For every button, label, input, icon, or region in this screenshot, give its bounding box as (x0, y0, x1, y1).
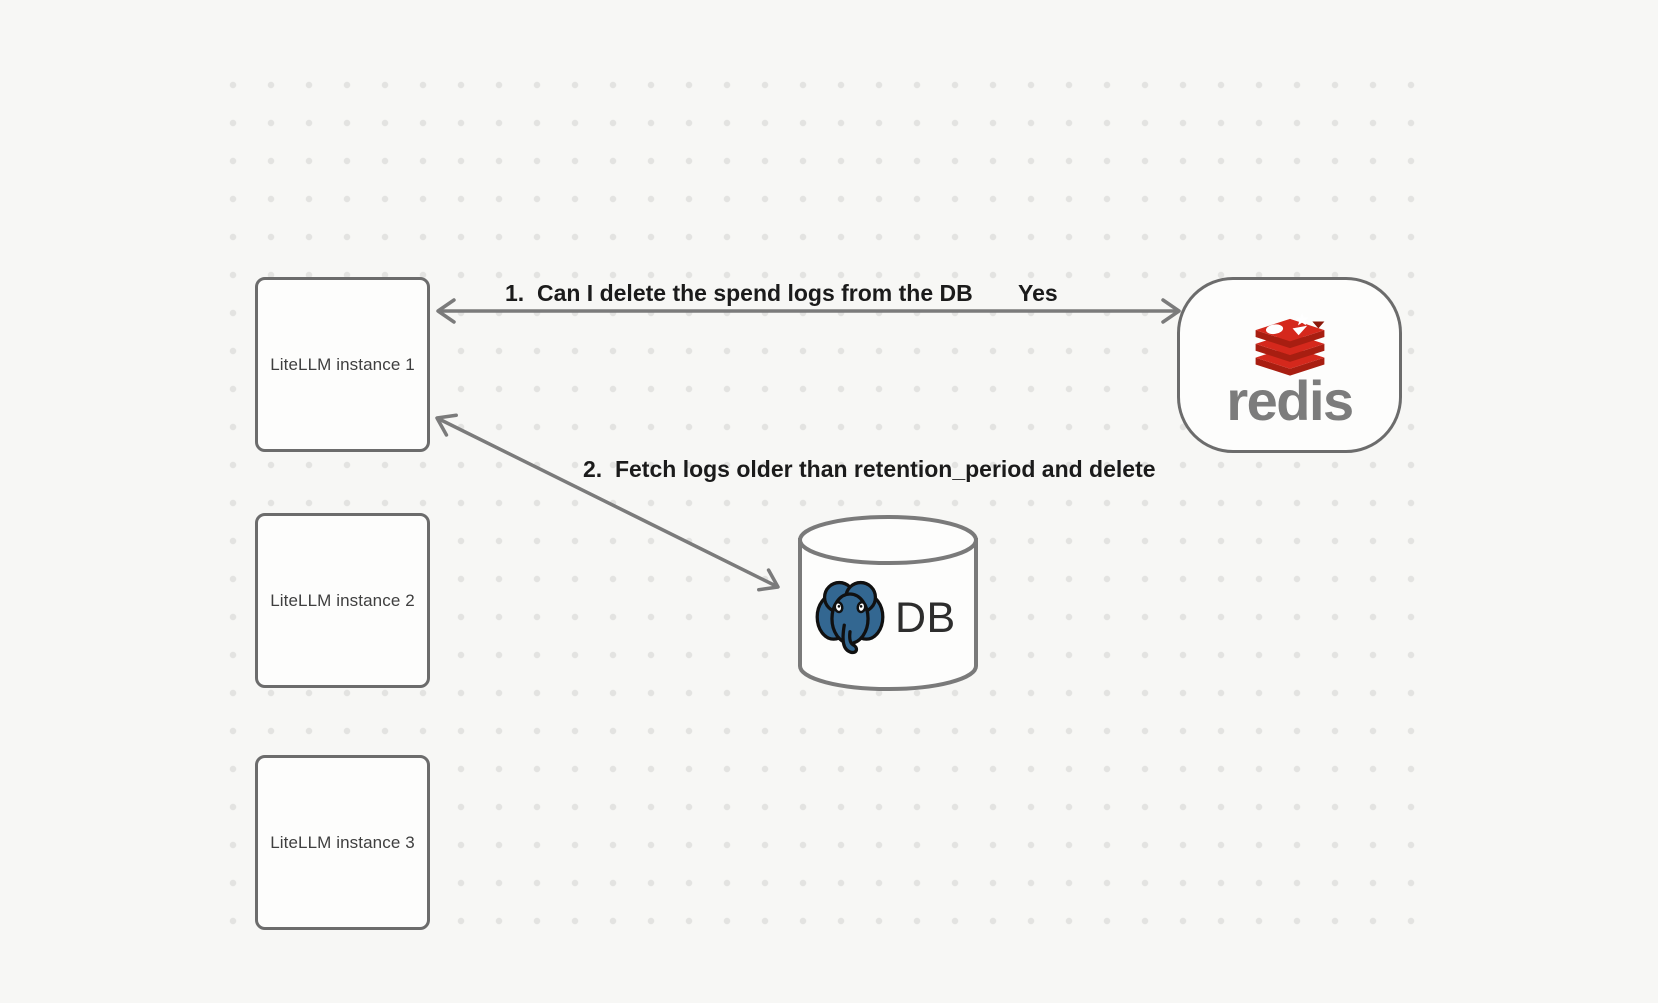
node-litellm-instance-3: LiteLLM instance 3 (255, 755, 430, 930)
edge1-label: 1. Can I delete the spend logs from the … (505, 280, 973, 306)
node-label: LiteLLM instance 3 (270, 832, 415, 852)
database-cylinder-icon (798, 515, 978, 691)
node-redis: redis (1177, 277, 1402, 453)
redis-logo-icon (1255, 312, 1324, 376)
arrow-instance1-to-db (435, 413, 780, 592)
edge2-label: 2. Fetch logs older than retention_perio… (583, 456, 1156, 482)
redis-wordmark: redis (1226, 369, 1354, 432)
postgresql-elephant-icon (815, 580, 885, 655)
node-litellm-instance-2: LiteLLM instance 2 (255, 513, 430, 688)
node-label: LiteLLM instance 1 (270, 354, 415, 374)
db-label: DB (895, 594, 956, 642)
node-label: LiteLLM instance 2 (270, 590, 415, 610)
edge1-response-label: Yes (1018, 280, 1058, 306)
node-database: DB (795, 514, 981, 694)
node-litellm-instance-1: LiteLLM instance 1 (255, 277, 430, 452)
